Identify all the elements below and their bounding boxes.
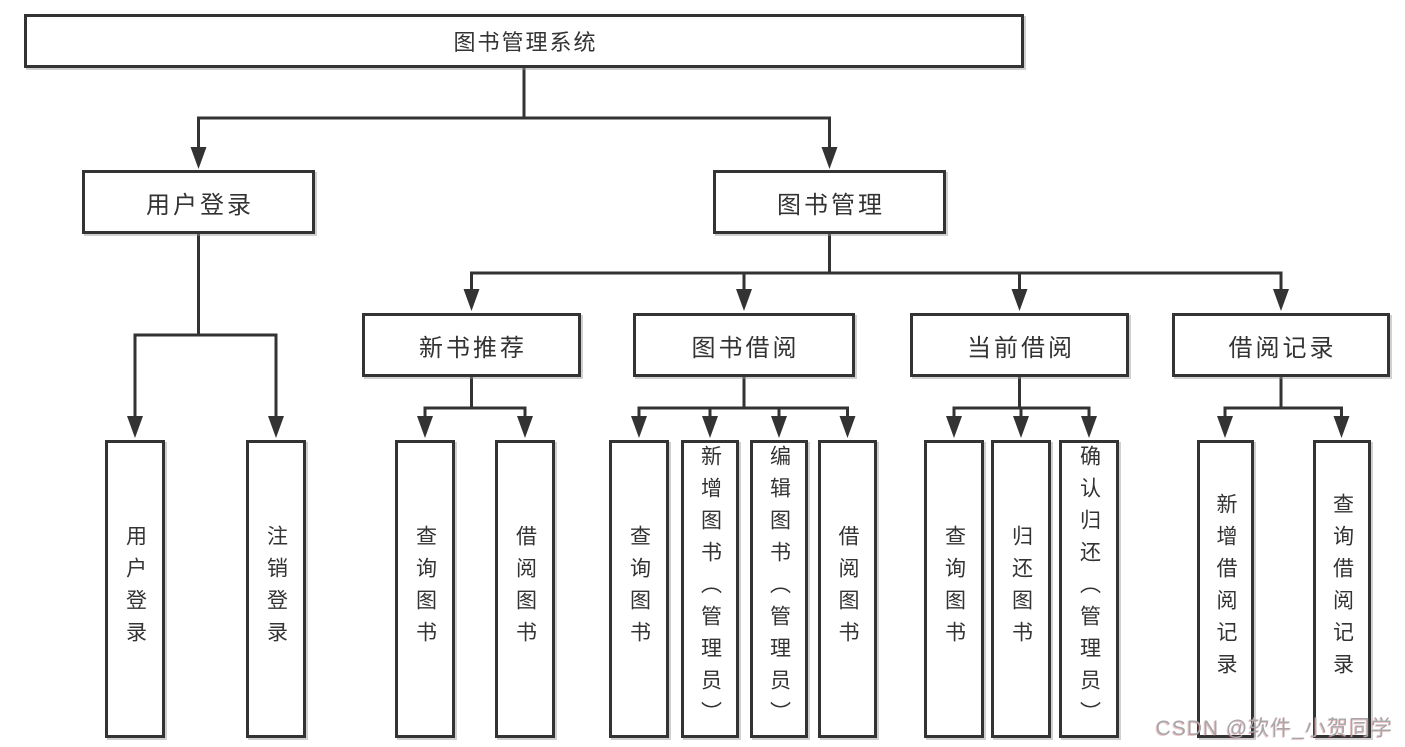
leaf-nbr-borrow-book-label: 借阅图书 (513, 525, 537, 653)
leaf-cb-return-book-label: 归还图书 (1009, 525, 1033, 653)
leaf-nbr-query-book-label: 查询图书 (413, 525, 437, 653)
arrowhead (417, 416, 433, 438)
connector-root-to-level2 (197, 66, 831, 154)
node-user-login-label: 用户登录 (146, 191, 254, 219)
leaf-bb-borrow-book: 借阅图书 (818, 440, 877, 738)
arrowhead (1217, 416, 1233, 438)
arrowhead (190, 147, 207, 169)
node-book-management: 图书管理 (713, 170, 946, 234)
node-borrow-records-label: 借阅记录 (1228, 334, 1337, 362)
leaf-cb-confirm-return-admin-label: 确认归还（管理员） (1077, 445, 1101, 733)
leaf-bb-edit-book-admin: 编辑图书（管理员） (750, 440, 808, 738)
node-current-borrow-label: 当前借阅 (967, 334, 1075, 362)
arrowhead (736, 289, 752, 311)
arrowhead (821, 147, 838, 169)
leaf-bb-add-book-admin-label: 新增图书（管理员） (698, 445, 722, 733)
node-new-book-recommend: 新书推荐 (362, 313, 581, 377)
node-book-management-label: 图书管理 (777, 191, 885, 219)
arrowhead (127, 416, 143, 438)
leaf-bb-add-book-admin: 新增图书（管理员） (681, 440, 739, 738)
arrowhead (1013, 416, 1029, 438)
arrowhead (771, 416, 787, 438)
node-root: 图书管理系统 (24, 14, 1024, 68)
node-book-borrow: 图书借阅 (633, 313, 855, 377)
arrowhead (946, 416, 962, 438)
connector-user-login-to-leaves (133, 232, 278, 426)
connector-book-management-to-level3 (470, 232, 1283, 299)
arrowhead (702, 416, 718, 438)
arrowhead (631, 416, 647, 438)
connector-new-book-recommend-to-leaves (423, 375, 527, 426)
leaf-br-query-record-label: 查询借阅记录 (1330, 493, 1354, 685)
node-new-book-recommend-label: 新书推荐 (419, 334, 527, 362)
arrowhead (517, 416, 533, 438)
arrowhead (1273, 289, 1289, 311)
csdn-watermark: CSDN @软件_小贺同学 (1155, 717, 1393, 740)
node-user-login: 用户登录 (82, 170, 315, 234)
arrowhead (1081, 416, 1097, 438)
node-current-borrow: 当前借阅 (910, 313, 1129, 377)
node-root-label: 图书管理系统 (453, 30, 598, 55)
leaf-bb-edit-book-admin-label: 编辑图书（管理员） (767, 445, 791, 733)
connector-book-borrow-to-leaves (637, 375, 849, 426)
connector-current-borrow-to-leaves (952, 375, 1091, 426)
leaf-cb-return-book: 归还图书 (991, 440, 1051, 738)
node-book-borrow-label: 图书借阅 (691, 334, 800, 362)
leaf-user-login-label: 用户登录 (123, 525, 147, 653)
leaf-bb-borrow-book-label: 借阅图书 (836, 525, 859, 653)
leaf-bb-query-book: 查询图书 (609, 440, 669, 738)
leaf-logout-login: 注销登录 (246, 440, 306, 738)
leaf-cb-confirm-return-admin: 确认归还（管理员） (1059, 440, 1119, 738)
leaf-br-add-record: 新增借阅记录 (1197, 440, 1254, 738)
leaf-br-query-record: 查询借阅记录 (1313, 440, 1371, 738)
leaf-nbr-borrow-book: 借阅图书 (495, 440, 555, 738)
connector-borrow-records-to-leaves (1223, 375, 1343, 426)
arrowhead (1011, 289, 1028, 311)
arrowhead (463, 289, 480, 311)
arrowhead (1333, 416, 1350, 438)
arrowhead (268, 416, 284, 438)
leaf-cb-query-book-label: 查询图书 (942, 525, 966, 653)
leaf-user-login: 用户登录 (105, 440, 165, 738)
leaf-cb-query-book: 查询图书 (924, 440, 984, 738)
leaf-nbr-query-book: 查询图书 (395, 440, 455, 738)
arrowhead (839, 416, 856, 438)
leaf-br-add-record-label: 新增借阅记录 (1214, 493, 1237, 685)
node-borrow-records: 借阅记录 (1172, 313, 1390, 377)
leaf-bb-query-book-label: 查询图书 (627, 525, 651, 653)
leaf-logout-login-label: 注销登录 (264, 525, 288, 653)
